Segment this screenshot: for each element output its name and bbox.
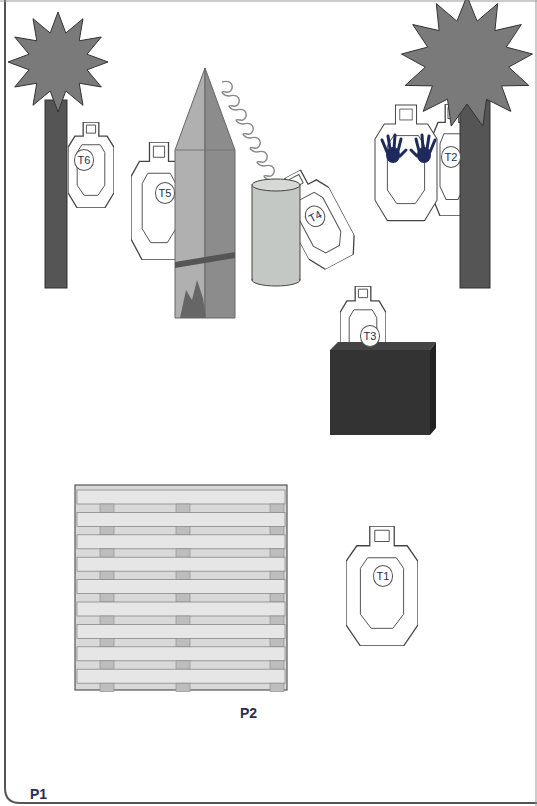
- shoot-target: T2: [432, 104, 472, 216]
- shoot-target: T5: [131, 142, 187, 260]
- tree-trunk: [460, 100, 490, 288]
- vertical-barricade: [175, 68, 235, 318]
- pallet: [75, 485, 287, 692]
- no-shoot-target: [375, 105, 437, 221]
- shoot-target: T1: [346, 526, 418, 646]
- stage-border: [536, 0, 537, 806]
- position-label: P2: [240, 705, 257, 721]
- target-number: T2: [441, 146, 462, 168]
- shoot-target: T3: [340, 286, 386, 376]
- position-label: P1: [30, 786, 47, 802]
- target-number: T3: [360, 325, 381, 347]
- barrel: [252, 179, 300, 286]
- target-number: T5: [155, 182, 176, 204]
- stage-border: [0, 1, 537, 2]
- tree-crown: [8, 12, 108, 112]
- shoot-target: T6: [68, 122, 114, 208]
- tree-trunk: [45, 100, 67, 288]
- stage-border: [5, 0, 537, 803]
- target-number: T1: [373, 565, 394, 587]
- tree-crown: [402, 0, 533, 126]
- coil-wire: [222, 81, 278, 180]
- no-shoot-hands: [382, 135, 435, 163]
- target-number: T6: [74, 149, 95, 171]
- hard-cover-box: [330, 342, 436, 435]
- shoot-target: T4: [270, 162, 363, 275]
